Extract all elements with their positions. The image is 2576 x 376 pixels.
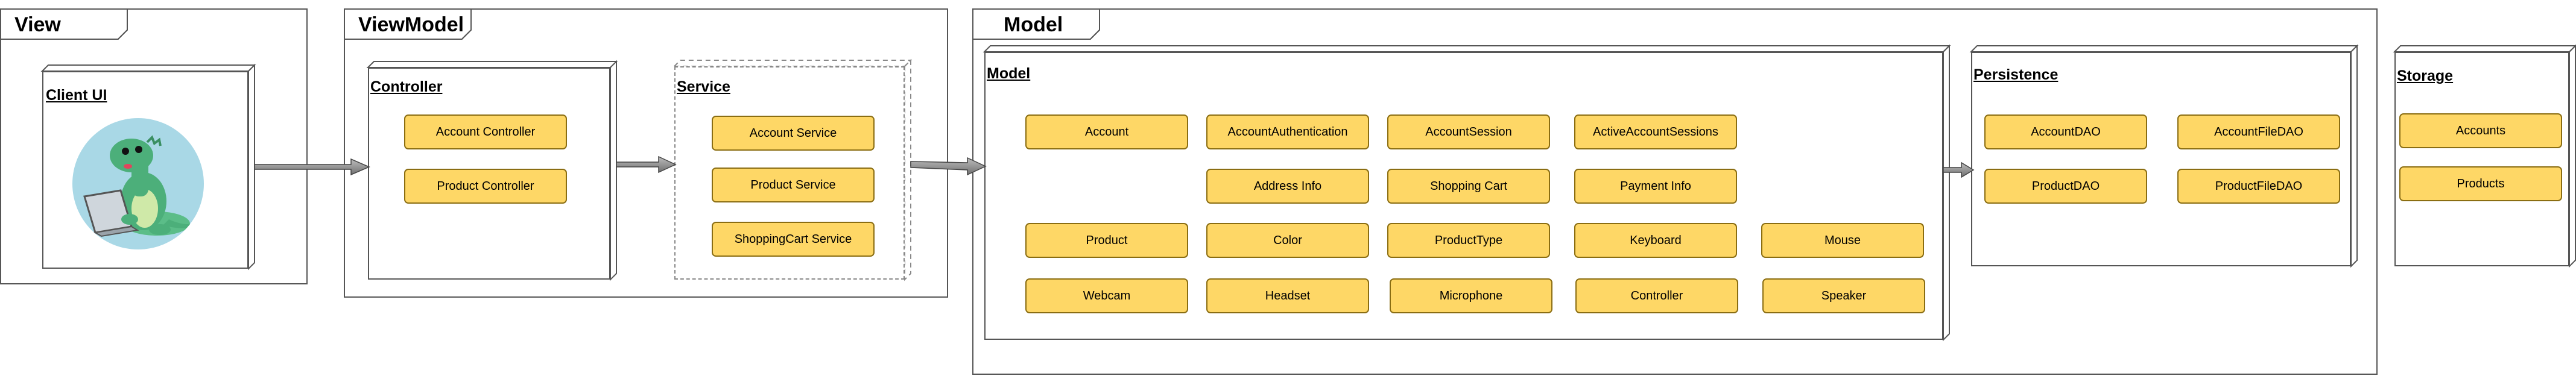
view-package-tab: View (1, 10, 128, 40)
products-box: Products (2399, 166, 2562, 201)
controller-title: Controller (370, 78, 443, 95)
mouse-box: Mouse (1761, 223, 1924, 258)
address-info-box: Address Info (1206, 169, 1369, 204)
client-ui-title: Client UI (46, 87, 107, 104)
account-dao-box: AccountDAO (1984, 114, 2147, 149)
arrow-model-to-persistence (1943, 161, 1975, 178)
account-session-box: AccountSession (1387, 114, 1550, 149)
storage-node-face (2394, 52, 2569, 266)
color-box: Color (1206, 223, 1369, 258)
client-ui-node: Client UI (40, 63, 256, 271)
keyboard-box: Keyboard (1574, 223, 1737, 258)
view-package-title: View (14, 13, 61, 36)
controller-box: Controller (1575, 278, 1738, 313)
viewmodel-package-title: ViewModel (358, 13, 464, 36)
model-package-title: Model (1004, 13, 1063, 36)
persistence-node-face (1971, 52, 2351, 266)
storage-node: Storage Accounts Products (2393, 44, 2576, 268)
webcam-box: Webcam (1025, 278, 1188, 313)
product-controller-box: Product Controller (404, 169, 567, 204)
arrow-service-to-model (910, 157, 987, 176)
persistence-node-depth (1969, 44, 2359, 268)
viewmodel-package-tab: ViewModel (345, 10, 472, 40)
shopping-cart-box: Shopping Cart (1387, 169, 1550, 204)
product-box: Product (1025, 223, 1188, 258)
arrow-view-to-controller (254, 158, 370, 176)
service-title: Service (677, 78, 730, 95)
microphone-box: Microphone (1390, 278, 1552, 313)
shoppingcart-service-box: ShoppingCart Service (712, 222, 875, 257)
product-dao-box: ProductDAO (1984, 169, 2147, 204)
persistence-node: Persistence AccountDAO AccountFileDAO Pr… (1969, 44, 2359, 268)
storage-title: Storage (2397, 67, 2454, 84)
active-account-sessions-box: ActiveAccountSessions (1574, 114, 1737, 149)
storage-node-depth (2393, 44, 2576, 268)
arrow-controller-to-service (616, 155, 677, 174)
product-file-dao-box: ProductFileDAO (2177, 169, 2340, 204)
headset-box: Headset (1206, 278, 1369, 313)
persistence-title: Persistence (1973, 66, 2059, 83)
model-node: Model Account AccountAuthentication Acco… (983, 44, 1951, 342)
service-node-depth (672, 58, 913, 281)
dinosaur-with-laptop-icon (72, 118, 204, 249)
service-node: Service Account Service Product Service … (672, 58, 913, 281)
controller-node: Controller Account Controller Product Co… (366, 60, 618, 281)
model-package-tab: Model (973, 10, 1100, 40)
model-inner-title: Model (987, 65, 1031, 82)
account-file-dao-box: AccountFileDAO (2177, 114, 2340, 149)
account-authentication-box: AccountAuthentication (1206, 114, 1369, 149)
payment-info-box: Payment Info (1574, 169, 1737, 204)
product-type-box: ProductType (1387, 223, 1550, 258)
accounts-box: Accounts (2399, 113, 2562, 148)
client-ui-node-depth (40, 63, 256, 271)
account-box: Account (1025, 114, 1188, 149)
speaker-box: Speaker (1762, 278, 1925, 313)
model-node-depth (983, 44, 1951, 342)
account-service-box: Account Service (712, 116, 875, 151)
account-controller-box: Account Controller (404, 114, 567, 149)
product-service-box: Product Service (712, 168, 875, 202)
